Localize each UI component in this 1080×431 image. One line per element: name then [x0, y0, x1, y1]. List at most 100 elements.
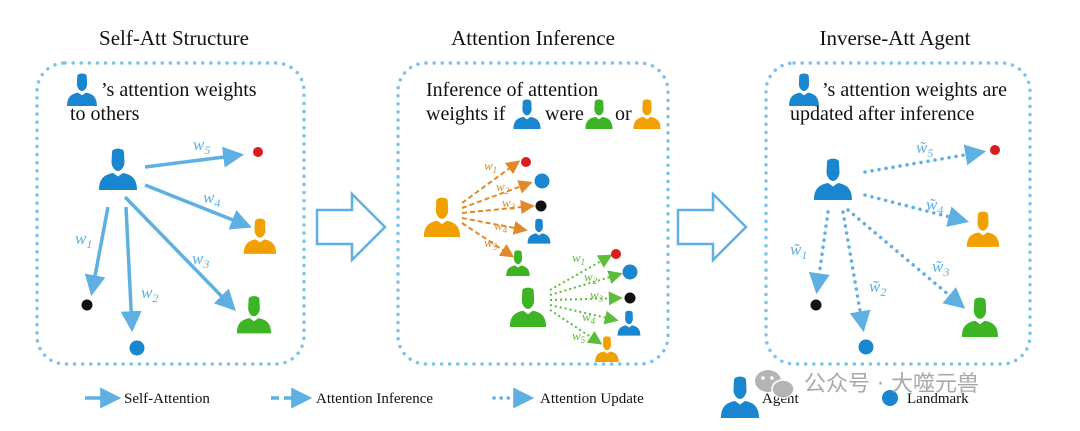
landmark-black [535, 200, 547, 212]
caption-line-2b: were [545, 103, 584, 125]
agent-person-icon [67, 73, 97, 106]
hollow-right-arrow-icon [315, 190, 387, 264]
landmark-blue [534, 173, 550, 189]
caption-line-1: ’s attention weights [101, 79, 257, 101]
arrow-w2 [120, 206, 142, 333]
arrow-w2 [841, 210, 871, 333]
caption-line-2c: or [615, 103, 632, 125]
agent-orange-icon [423, 197, 461, 237]
agent-person-icon [617, 310, 641, 336]
legend: Self-Attention Attention Inference Atten… [85, 376, 969, 418]
arrow-w3 [461, 200, 535, 215]
landmark-red [990, 145, 1000, 155]
weight-label-w5: w5 [484, 235, 498, 252]
watermark-text: 公众号 · 大噬元兽 [804, 372, 979, 397]
panel-title: Inverse-Att Agent [819, 26, 970, 50]
self-attention-arrows [84, 146, 252, 333]
caption-line-1: Inference of attention [426, 79, 598, 101]
weight-label-w4: w4 [494, 218, 508, 235]
hollow-right-arrow-icon [676, 190, 748, 264]
legend-attention-update: Attention Update [540, 391, 644, 407]
landmark-black [81, 299, 93, 311]
weight-label-w1: w̃1 [790, 240, 807, 262]
landmark-black [624, 292, 636, 304]
agent-green-icon [509, 287, 547, 327]
panel-title: Attention Inference [451, 26, 615, 50]
arrow-w4 [144, 183, 252, 230]
weight-label-w2: w2 [496, 179, 510, 196]
panel-border [35, 61, 306, 366]
weight-label-w5: w̃5 [916, 138, 933, 160]
arrow-w4 [863, 193, 970, 227]
weight-label-w2: w2 [584, 269, 598, 286]
arrow-w3 [549, 291, 623, 306]
agent-orange-icon [966, 211, 1000, 247]
weight-label-w4: w4 [582, 309, 596, 326]
legend-landmark-icon [882, 390, 898, 406]
caption-line-2: updated after inference [790, 103, 974, 125]
landmark-red [611, 249, 621, 259]
arrow-w5 [461, 222, 515, 258]
arrow-w3 [123, 195, 236, 312]
legend-agent-icon [721, 376, 759, 418]
arrow-w4 [461, 217, 528, 235]
panel-inverse-att-agent: Inverse-Att Agent ’s attention weights a… [764, 26, 1032, 366]
arrow-w3 [846, 208, 966, 309]
legend-self-attention: Self-Attention [124, 391, 210, 407]
arrow-w1 [84, 206, 110, 297]
weight-label-w1: w1 [484, 158, 497, 175]
landmark-blue [858, 339, 874, 355]
arrow-w5 [863, 144, 987, 174]
arrow-w1 [461, 160, 521, 204]
agent-orange-icon [243, 218, 277, 254]
weight-label-w2: w̃2 [869, 277, 886, 299]
agent-green-icon [585, 99, 613, 129]
attention-update-arrows [808, 144, 987, 333]
agent-orange-icon [633, 99, 661, 129]
landmark-blue [129, 340, 145, 356]
landmark-red [253, 147, 263, 157]
agent-orange-icon [595, 336, 619, 362]
weight-label-w3: w3 [590, 287, 604, 304]
weight-label-w3: w̃3 [932, 257, 949, 279]
weight-label-w4: w̃4 [926, 195, 943, 217]
panel-border [396, 61, 670, 366]
weight-label-w5: w5 [572, 328, 586, 345]
arrow-w5 [144, 146, 245, 169]
landmark-red [521, 157, 531, 167]
weight-label-w2: w2 [141, 283, 158, 305]
caption-line-1: ’s attention weights are [822, 79, 1007, 101]
panel-attention-inference: Attention Inference Inference of attenti… [396, 26, 670, 366]
landmark-black [810, 299, 822, 311]
agent-green-icon [961, 297, 999, 337]
weight-label-w4: w4 [203, 188, 220, 210]
caption-line-2: to others [70, 103, 140, 125]
watermark: 公众号 · 大噬元兽 [755, 370, 979, 399]
weight-label-w5: w5 [193, 135, 210, 157]
arrow-w1 [808, 210, 830, 295]
inference-arrows-orange [461, 160, 535, 258]
agent-green-icon [236, 296, 272, 334]
caption-line-2a: weights if [426, 103, 506, 125]
legend-attention-inference: Attention Inference [316, 391, 433, 407]
agent-person-icon [789, 73, 819, 106]
panel-self-att-structure: Self-Att Structure ’s attention weights … [35, 26, 306, 366]
agent-person-icon [814, 158, 852, 200]
landmark-blue [622, 264, 638, 280]
agent-person-icon [513, 99, 541, 129]
arrow-w2 [549, 270, 623, 296]
wechat-logo-icon [755, 370, 795, 399]
weight-label-w1: w1 [75, 229, 92, 251]
panel-border [764, 61, 1032, 366]
weight-label-w1: w1 [572, 250, 585, 267]
arrow-w4 [549, 304, 619, 325]
weight-label-w3: w3 [192, 249, 209, 271]
agent-person-icon [527, 218, 551, 244]
panel-title: Self-Att Structure [99, 26, 249, 50]
inference-arrows-green [549, 254, 623, 345]
legend-landmark: Landmark [907, 391, 969, 407]
agent-person-icon [99, 148, 137, 190]
arrow-w2 [461, 180, 533, 209]
arrow-w1 [549, 254, 613, 291]
